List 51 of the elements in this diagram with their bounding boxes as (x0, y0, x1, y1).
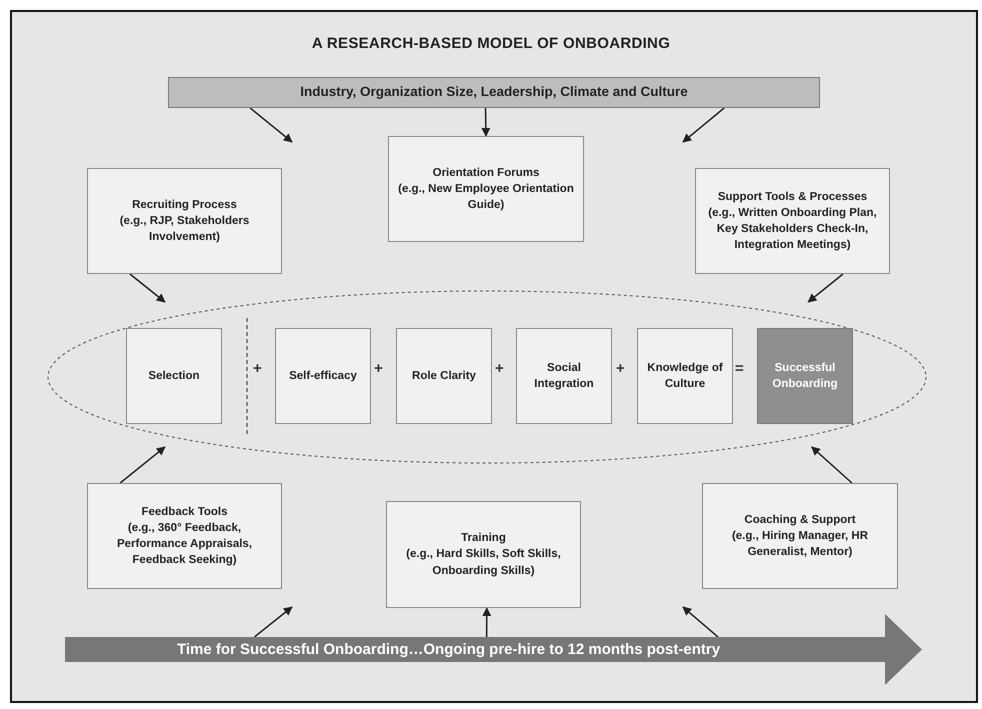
box-text: Selection (148, 368, 200, 384)
box-heading: Feedback Tools (141, 504, 228, 520)
box-text: Self-efficacy (289, 368, 357, 384)
operator-sign: = (735, 359, 744, 379)
operator-sign: + (616, 359, 625, 379)
process-box (386, 501, 581, 608)
box-examples: (e.g., Hiring Manager, HR Generalist, Mentor) (730, 528, 870, 560)
process-box (516, 328, 612, 424)
context-band (168, 77, 820, 108)
diagram-title: A RESEARCH-BASED MODEL OF ONBOARDING (310, 35, 672, 52)
timeline-text: Time for Successful Onboarding…Ongoing pre-hire to 12 months post-entry (176, 640, 720, 660)
operator-sign: + (253, 359, 262, 379)
process-box (637, 328, 733, 424)
process-box (126, 328, 222, 424)
box-examples: (e.g., Written Onboarding Plan, Key Stakeholders Check-In, Integration Meetings) (707, 206, 878, 254)
timeline-arrow (65, 614, 922, 685)
box-examples: (e.g., RJP, Stakeholders Involvement) (118, 214, 250, 246)
arrow (682, 107, 725, 143)
box-text: Knowledge of Culture (646, 360, 724, 392)
process-box (275, 328, 371, 424)
box-text: Successful Onboarding (771, 360, 839, 392)
arrow (811, 446, 852, 484)
box-examples: (e.g., New Employee Orientation Guide) (397, 182, 575, 214)
box-heading: Training (461, 531, 506, 546)
operator-sign: + (374, 359, 383, 379)
arrow (482, 607, 492, 638)
box-heading: Support Tools & Processes (718, 190, 868, 205)
process-box (396, 328, 492, 424)
process-box (695, 168, 890, 274)
box-text: Social Integration (533, 360, 595, 392)
arrow (120, 446, 166, 484)
arrow (250, 107, 293, 143)
outcome-box (757, 328, 853, 424)
arrow (808, 273, 844, 303)
box-examples: (e.g., 360° Feedback, Performance Appraisals, Feedback Seeking) (116, 520, 254, 568)
process-box (87, 168, 282, 274)
box-text: Role Clarity (412, 368, 476, 384)
arrow (129, 273, 166, 303)
arrow (682, 606, 719, 638)
box-text: Industry, Organization Size, Leadership, Climate and Culture (300, 83, 688, 102)
box-examples: (e.g., Hard Skills, Soft Skills, Onboarding Skills) (405, 547, 562, 579)
process-box (388, 136, 584, 242)
arrow (254, 606, 293, 638)
box-heading: Orientation Forums (432, 166, 540, 181)
process-box (87, 483, 282, 589)
dashed-ellipse (47, 290, 927, 464)
box-heading: Recruiting Process (132, 198, 237, 213)
operator-sign: + (495, 359, 504, 379)
box-heading: Coaching & Support (744, 512, 856, 528)
arrow (481, 108, 490, 137)
process-box (702, 483, 898, 589)
